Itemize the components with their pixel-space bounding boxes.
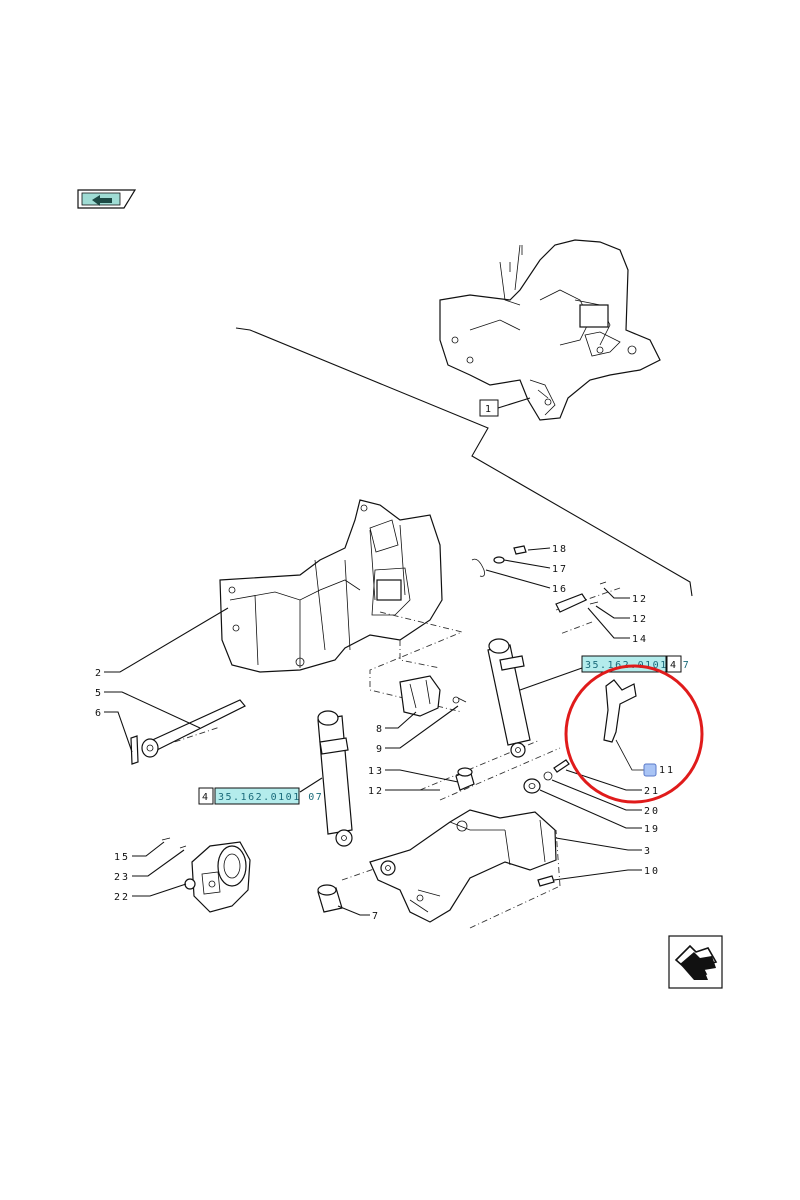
callout-7: 7 bbox=[372, 911, 380, 922]
callout-2: 2 bbox=[95, 668, 103, 679]
hydraulic-cylinder-left bbox=[317, 710, 353, 847]
back-nav-button[interactable] bbox=[77, 189, 137, 209]
callout-12-mid: 12 bbox=[632, 614, 648, 625]
ref-box-left[interactable]: 4 35.162.0101 07 bbox=[198, 787, 323, 805]
hydraulic-cylinder-right bbox=[487, 638, 531, 758]
bushing bbox=[455, 767, 475, 791]
callout-21: 21 bbox=[644, 786, 660, 797]
callout-23: 23 bbox=[114, 872, 130, 883]
highlight-ring bbox=[564, 664, 704, 804]
callout-14: 14 bbox=[632, 634, 648, 645]
callout-10: 10 bbox=[644, 866, 660, 877]
bracket bbox=[399, 675, 467, 717]
sensor-housing bbox=[161, 837, 251, 913]
main-frame bbox=[219, 499, 443, 673]
callout-15: 15 bbox=[114, 852, 130, 863]
callout-5: 5 bbox=[95, 688, 103, 699]
callout-12-top: 12 bbox=[632, 594, 648, 605]
ref-left-code[interactable]: 35.162.0101 07 bbox=[218, 792, 323, 803]
marker-11 bbox=[643, 763, 657, 777]
callout-17: 17 bbox=[552, 564, 568, 575]
overview-callout: 1 bbox=[485, 404, 491, 415]
ref-left-number: 4 bbox=[202, 792, 208, 803]
forward-nav-button[interactable] bbox=[668, 935, 723, 989]
leader-lines bbox=[104, 547, 642, 916]
forward-arrow-icon bbox=[674, 944, 718, 980]
ref-right-number: 4 bbox=[670, 660, 676, 671]
callout-22: 22 bbox=[114, 892, 130, 903]
back-arrow-icon bbox=[92, 195, 112, 206]
callout-19: 19 bbox=[644, 824, 660, 835]
callout-13: 13 bbox=[368, 766, 384, 777]
callout-8: 8 bbox=[376, 724, 384, 735]
callout-3: 3 bbox=[644, 846, 652, 857]
ref-box-right[interactable]: 35.162.0101 07 4 bbox=[581, 655, 690, 673]
callout-6: 6 bbox=[95, 708, 103, 719]
callout-16: 16 bbox=[552, 584, 568, 595]
sensor-link bbox=[603, 679, 657, 777]
long-pin bbox=[130, 699, 246, 765]
detail-leader-lines bbox=[235, 327, 693, 597]
callout-18: 18 bbox=[552, 544, 568, 555]
callout-20: 20 bbox=[644, 806, 660, 817]
callout-labels: 2 5 6 8 9 13 12 18 17 16 12 12 14 21 20 … bbox=[95, 544, 675, 922]
sleeve bbox=[317, 884, 343, 913]
overview-assembly: 1 bbox=[439, 239, 661, 421]
callout-12-left: 12 bbox=[368, 786, 384, 797]
assembly-dashes bbox=[149, 587, 621, 929]
lower-link bbox=[369, 809, 557, 923]
small-pin-assembly bbox=[471, 545, 607, 613]
washer-bolt bbox=[523, 759, 570, 794]
callout-11: 11 bbox=[659, 765, 675, 776]
callout-9: 9 bbox=[376, 744, 384, 755]
